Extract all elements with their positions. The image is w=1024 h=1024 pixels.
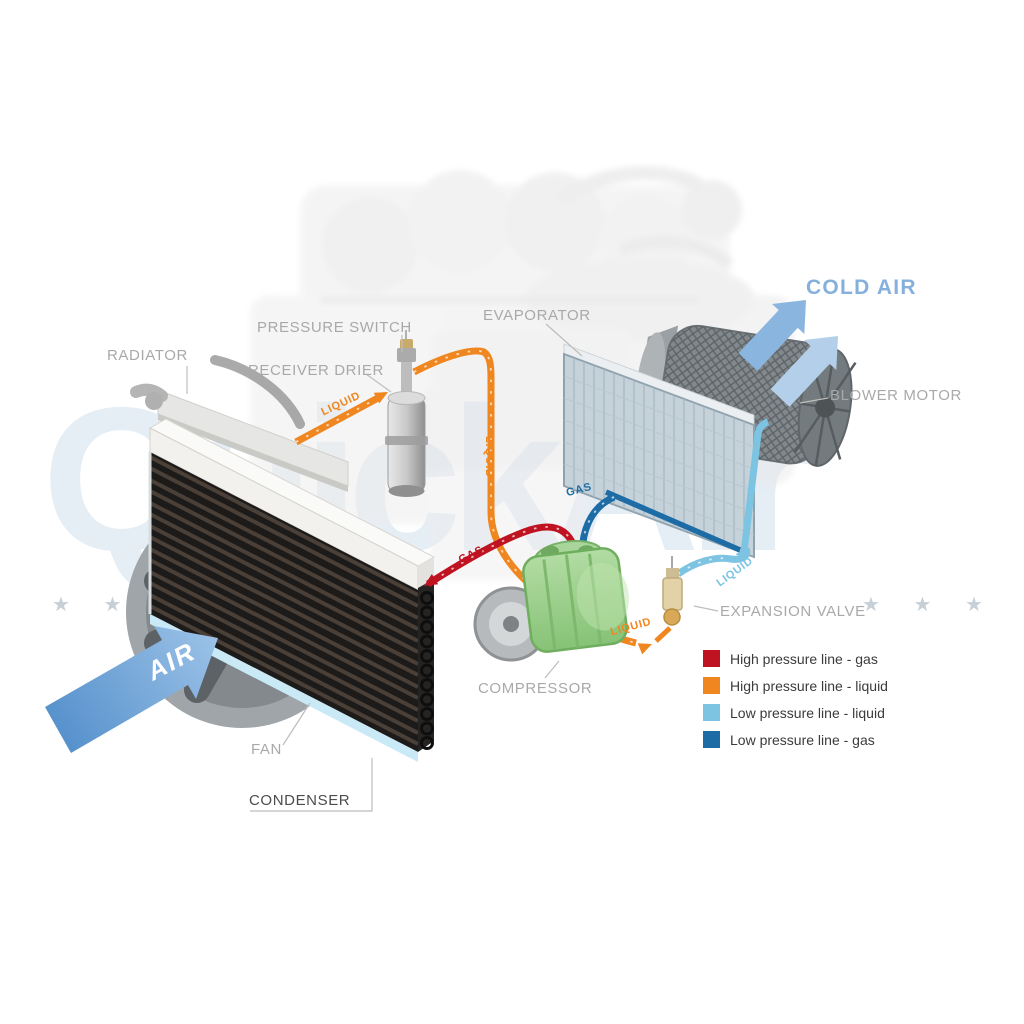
watermark-stars-right: ★ ★ ★ <box>862 594 997 616</box>
legend-row-high-pressure-liquid: High pressure line - liquid <box>703 677 888 694</box>
flow-arrow <box>424 574 439 586</box>
label-radiator: RADIATOR <box>107 347 188 364</box>
condenser-tube-bends <box>420 591 434 750</box>
label-blower-motor: BLOWER MOTOR <box>830 387 962 404</box>
label-condenser: CONDENSER <box>249 792 351 809</box>
legend-swatch-high-pressure-gas <box>703 650 720 667</box>
radiator-graphic <box>130 383 349 492</box>
radiator-hose <box>210 355 305 429</box>
label-pressure-switch: PRESSURE SWITCH <box>257 319 412 336</box>
pipe-low-pressure-liquid <box>675 418 770 577</box>
legend-row-low-pressure-gas: Low pressure line - gas <box>703 731 888 748</box>
label-compressor: COMPRESSOR <box>478 680 593 697</box>
cold-air-arrows <box>738 300 838 407</box>
flow-arrow <box>735 547 748 562</box>
legend-row-high-pressure-gas: High pressure line - gas <box>703 650 888 667</box>
compressor-graphic <box>473 539 629 662</box>
label-fan: FAN <box>251 741 282 758</box>
legend-row-low-pressure-liquid: Low pressure line - liquid <box>703 704 888 721</box>
label-cold-air: COLD AIR <box>806 276 917 299</box>
condenser-graphic <box>148 418 436 762</box>
label-expansion-valve: EXPANSION VALVE <box>720 603 866 620</box>
expansion-valve-graphic <box>662 556 683 626</box>
flow-arrow <box>637 643 652 655</box>
legend-label-high-pressure-gas: High pressure line - gas <box>730 650 878 667</box>
evaporator-graphic <box>563 343 755 559</box>
air-arrow <box>45 626 218 753</box>
pipe-high-pressure-gas <box>424 523 578 587</box>
pressure-switch-graphic <box>400 339 413 349</box>
leader-lines <box>186 323 829 812</box>
legend-swatch-high-pressure-liquid <box>703 677 720 694</box>
legend-swatch-low-pressure-gas <box>703 731 720 748</box>
pipe-label-liquid-vertical: LIQUID <box>483 436 495 478</box>
legend: High pressure line - gas High pressure l… <box>703 650 888 758</box>
legend-label-low-pressure-liquid: Low pressure line - liquid <box>730 704 885 721</box>
pipe-low-pressure-gas <box>578 489 742 553</box>
flow-arrow <box>373 392 388 404</box>
legend-swatch-low-pressure-liquid <box>703 704 720 721</box>
legend-label-high-pressure-liquid: High pressure line - liquid <box>730 677 888 694</box>
label-evaporator: EVAPORATOR <box>483 307 591 324</box>
label-receiver-drier: RECEIVER DRIER <box>248 362 384 379</box>
legend-label-low-pressure-gas: Low pressure line - gas <box>730 731 875 748</box>
